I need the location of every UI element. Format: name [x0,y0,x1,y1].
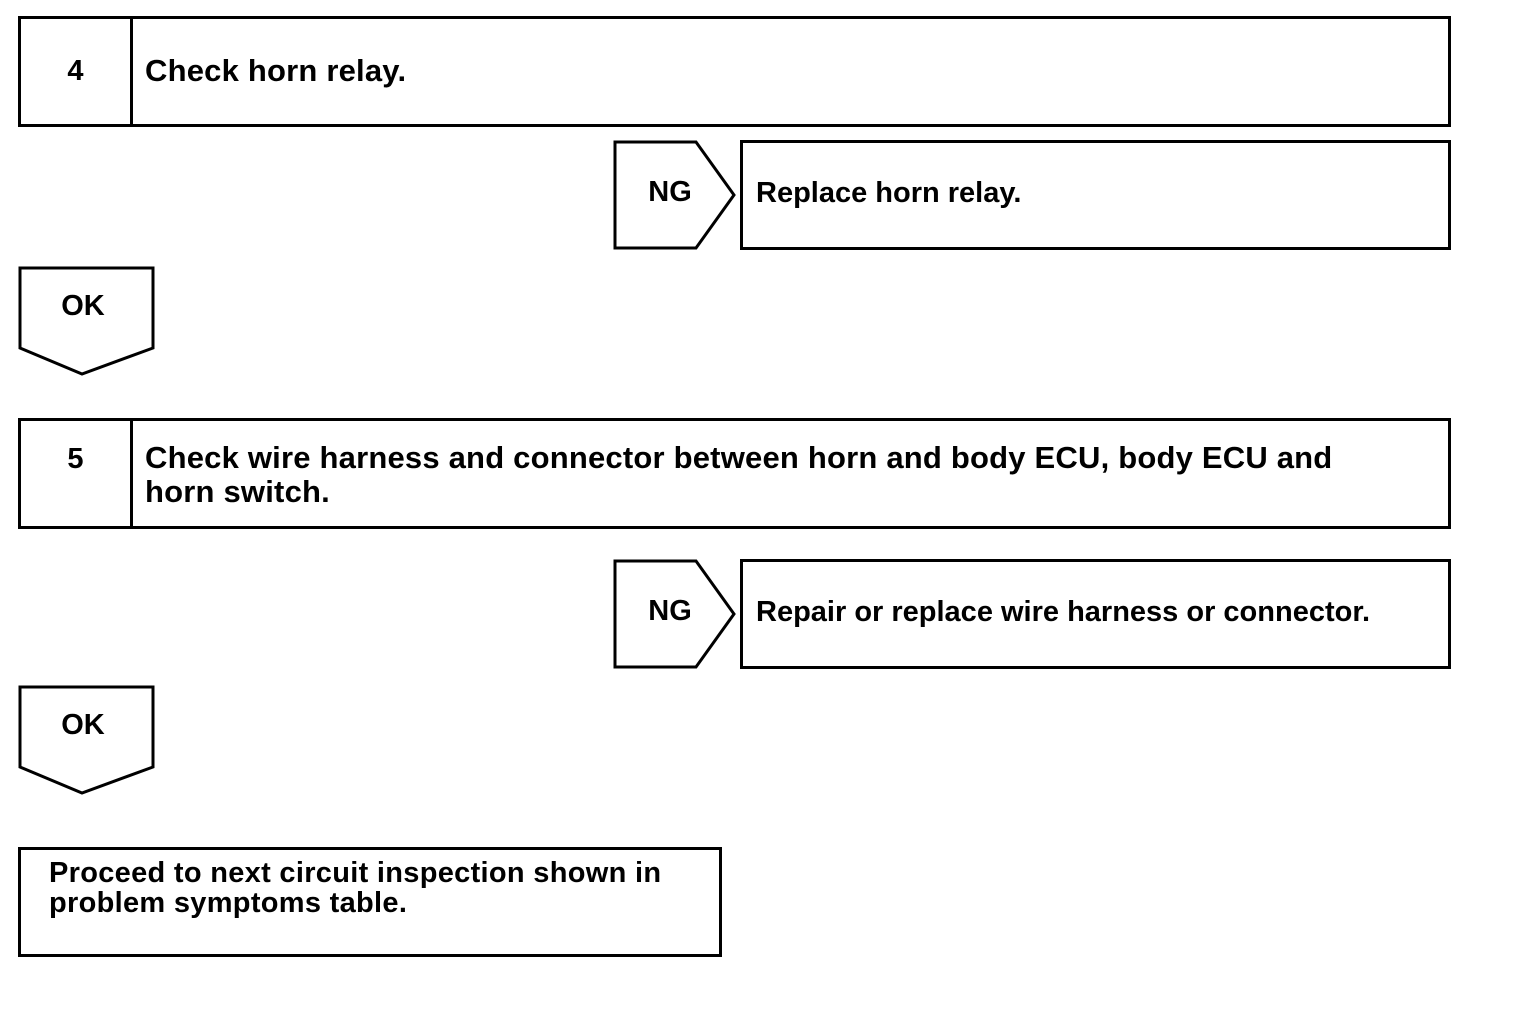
ng-arrow-shape [613,140,736,250]
ng-action-box: Repair or replace wire harness or connec… [740,559,1451,669]
ok-arrow-shape [18,685,155,795]
final-instruction-line: problem symptoms table. [49,887,408,919]
step-instruction-line: horn switch. [145,474,330,509]
ng-action-box: Replace horn relay. [740,140,1451,250]
final-instruction-line: Proceed to next circuit inspection shown… [49,857,662,889]
ng-action-text: Replace horn relay. [756,176,1022,209]
step-instruction: Check wire harness and connector between… [133,421,1448,526]
ok-label: OK [61,709,105,741]
ok-label: OK [61,290,105,322]
step-number: 4 [21,19,133,124]
final-instruction-box: Proceed to next circuit inspection shown… [18,847,722,957]
step-5-box: 5 Check wire harness and connector betwe… [18,418,1451,529]
ok-arrow-shape [18,266,155,376]
step-instruction: Check horn relay. [145,53,407,88]
ng-label: NG [648,595,692,627]
ng-label: NG [648,176,692,208]
ng-action-text: Repair or replace wire harness or connec… [756,595,1371,628]
step-4-box: 4 Check horn relay. [18,16,1451,127]
ng-arrow-shape [613,559,736,669]
step-instruction-line: Check wire harness and connector between… [145,440,1333,475]
step-number: 5 [21,421,133,526]
